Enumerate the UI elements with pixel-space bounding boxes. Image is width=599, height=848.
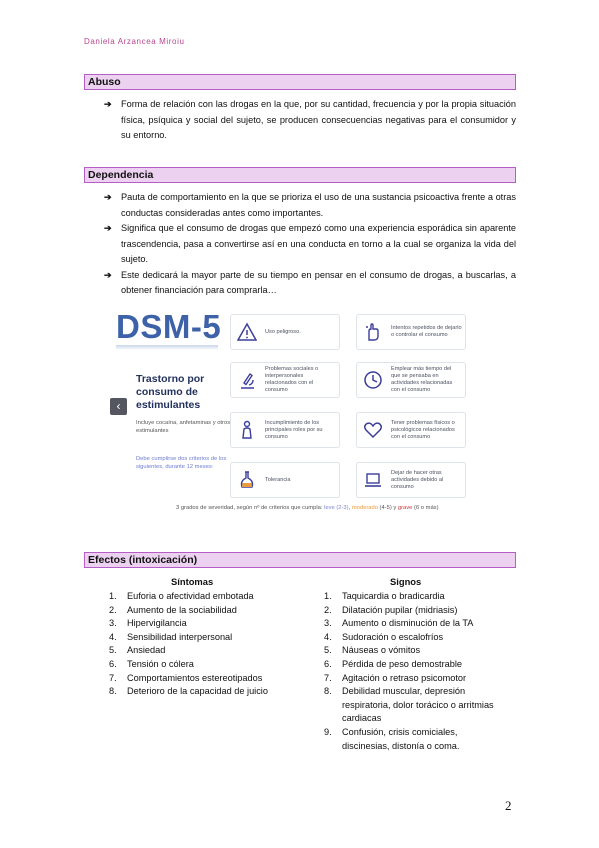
- list-item: 5.Ansiedad: [109, 645, 166, 656]
- list-item: 2.Aumento de la sociabilidad: [109, 604, 237, 615]
- hand-icon: [366, 323, 379, 341]
- criterion-text: Incumplimiento de los principales roles …: [265, 419, 323, 440]
- criterion-card: Tolerancia: [230, 462, 340, 498]
- previous-arrow-button[interactable]: ‹: [110, 398, 127, 415]
- list-item: 4.Sudoración o escalofríos: [324, 631, 444, 642]
- list-item: 8.Deterioro de la capacidad de juicio: [109, 686, 268, 697]
- criterion-text: Tener problemas físicos o psicológicos r…: [391, 419, 455, 440]
- list-item: 2.Dilatación pupilar (midriasis): [324, 604, 458, 615]
- microscope-icon: [241, 372, 254, 389]
- heart-icon: [363, 422, 383, 439]
- arrow-icon: ➔: [104, 99, 112, 109]
- criterion-card: Incumplimiento de los principales roles …: [230, 412, 340, 448]
- criterion-card: Tener problemas físicos o psicológicos r…: [356, 412, 466, 448]
- list-item: 3.Hipervigilancia: [109, 618, 187, 629]
- criterion-text: Problemas sociales o interpersonales rel…: [265, 366, 319, 393]
- arrow-icon: ➔: [104, 223, 112, 233]
- sintomas-list: 1.Euforia o afectividad embotada 2.Aumen…: [109, 590, 309, 699]
- list-item: 4.Sensibilidad interpersonal: [109, 631, 233, 642]
- person-icon: [242, 420, 252, 439]
- logo-reflection: [116, 345, 218, 350]
- section-heading-abuso: Abuso: [84, 74, 516, 90]
- bullet-item: ➔Forma de relación con las drogas en la …: [104, 99, 516, 140]
- arrow-icon: ➔: [104, 192, 112, 202]
- criterion-text: Uso peligroso.: [265, 328, 301, 335]
- criterion-card: Intentos repetidos de dejarlo o controla…: [356, 314, 466, 350]
- criterion-card: Uso peligroso.: [230, 314, 340, 350]
- signos-list: 1.Taquicardia o bradicardia 2.Dilatación…: [324, 590, 500, 753]
- flask-icon: [240, 471, 254, 488]
- bullet-item: ➔Este dedicará la mayor parte de su tiem…: [104, 269, 516, 296]
- list-item: 6.Tensión o cólera: [109, 658, 194, 669]
- criterion-text: Intentos repetidos de dejarlo o controla…: [391, 325, 462, 338]
- signos-heading: Signos: [390, 576, 422, 587]
- page-number: 2: [505, 798, 512, 813]
- dsm5-logo: DSM-5: [116, 308, 222, 345]
- figure-subtitle: Incluye cocaína, anfetaminas y otros est…: [136, 420, 231, 434]
- criterion-text: Tolerancia: [265, 476, 291, 483]
- figure-title: Trastorno por consumo de estimulantes: [136, 373, 205, 411]
- list-item: 7.Agitación o retraso psicomotor: [324, 672, 467, 683]
- abuso-bullet-list: ➔Forma de relación con las drogas en la …: [104, 97, 516, 144]
- list-item: 9.Confusión, crisis comiciales, discines…: [324, 726, 460, 751]
- list-item: 5.Náuseas o vómitos: [324, 645, 421, 656]
- warning-icon: [237, 322, 257, 341]
- criterion-card: Problemas sociales o interpersonales rel…: [230, 362, 340, 398]
- author-header: Daniela Arzancea Miroiu: [84, 37, 185, 46]
- sintomas-heading: Síntomas: [171, 576, 214, 587]
- dsm5-figure: DSM-5 ‹ Trastorno por consumo de estimul…: [110, 306, 486, 518]
- dependencia-bullet-list: ➔Pauta de comportamiento en la que se pr…: [104, 190, 516, 299]
- clock-icon: [364, 371, 382, 389]
- severity-note: 3 grados de severidad, según nº de crite…: [176, 505, 439, 511]
- bullet-item: ➔Significa que el consumo de drogas que …: [104, 223, 516, 264]
- list-item: 3.Aumento o disminución de la TA: [324, 618, 474, 629]
- criterion-card: Emplear más tiempo del que se pensaba en…: [356, 362, 466, 398]
- list-item: 8.Debilidad muscular, depresión respirat…: [324, 686, 494, 724]
- list-item: 7.Comportamientos estereotipados: [109, 672, 263, 683]
- laptop-icon: [365, 473, 381, 487]
- bullet-item: ➔Pauta de comportamiento en la que se pr…: [104, 192, 516, 218]
- list-item: 1.Euforia o afectividad embotada: [109, 591, 254, 601]
- criterion-card: Dejar de hacer otras actividades debido …: [356, 462, 466, 498]
- criterion-text: Emplear más tiempo del que se pensaba en…: [391, 366, 453, 393]
- arrow-icon: ➔: [104, 269, 112, 280]
- criterion-text: Dejar de hacer otras actividades debido …: [391, 469, 444, 490]
- figure-criteria-note: Debe cumplirse dos criterios de los sigu…: [136, 456, 227, 470]
- list-item: 6.Pérdida de peso demostrable: [324, 658, 463, 669]
- section-heading-efectos: Efectos (intoxicación): [84, 552, 516, 568]
- list-item: 1.Taquicardia o bradicardia: [324, 591, 445, 601]
- section-heading-dependencia: Dependencia: [84, 167, 516, 183]
